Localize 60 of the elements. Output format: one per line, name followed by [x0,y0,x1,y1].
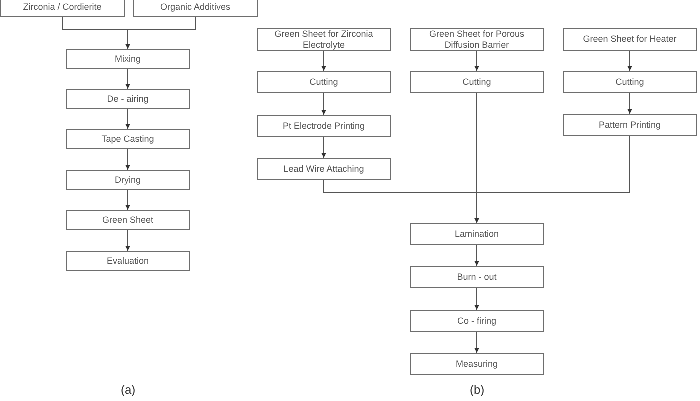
arrow [322,50,326,72]
step-label: Cutting [308,76,340,88]
arrow [474,50,480,72]
process-box [66,210,190,230]
arrow [474,136,630,224]
step-label: Mixing [114,54,142,64]
step-label: De - airing [106,94,150,104]
process-box [257,28,391,51]
arrow [322,92,326,116]
process-box [257,115,391,137]
step-label: Tape Casting [100,134,156,144]
process-box [410,353,544,375]
step-label: Cutting [462,76,492,88]
step-label: Organic Additives [159,2,232,13]
step-label: Measuring [454,358,500,370]
step-label: Zirconia / Cordierite [22,2,103,13]
step-label: Lead Wire Attaching [282,164,366,174]
step-label: Pt Electrode Printing [282,120,366,132]
process-box [410,310,544,332]
arrow [474,288,480,310]
process-box [133,0,258,17]
step-label: Evaluation [106,256,150,266]
step-label: Green Sheet for Porous Diffusion Barrier [428,28,526,50]
arrow [322,136,326,158]
step-label: Green Sheet for Zirconia Electrolyte [274,28,374,50]
arrow [126,108,130,130]
process-box [66,129,190,149]
arrow [474,244,480,266]
step-label: Co - firing [456,316,498,326]
panel-label: (b) [470,383,485,397]
step-label: Burn - out [456,272,498,282]
process-box [410,71,544,93]
arrow [126,190,130,210]
process-box [410,28,544,51]
process-box [563,71,697,93]
process-box [410,223,544,245]
process-box [66,251,190,271]
arrow [126,16,196,50]
step-label: Green Sheet for Heater [582,34,678,45]
arrow [628,50,632,72]
arrow [628,92,632,114]
arrow [126,68,130,90]
step-label: Cutting [614,76,646,88]
process-box [66,49,190,69]
panel-label: (a) [121,383,136,397]
step-label: Drying [114,174,142,186]
process-box [66,170,190,190]
step-label: Green Sheet [101,214,155,226]
process-box [66,89,190,109]
arrow [126,230,130,252]
arrow [474,332,480,354]
arrow [126,148,130,170]
process-box [257,71,391,93]
process-box [563,28,697,51]
step-label: Lamination [454,228,500,240]
process-box [0,0,125,17]
process-box [257,158,391,180]
step-label: Pattern Printing [598,120,662,130]
process-box [563,114,697,136]
process-box [410,266,544,288]
